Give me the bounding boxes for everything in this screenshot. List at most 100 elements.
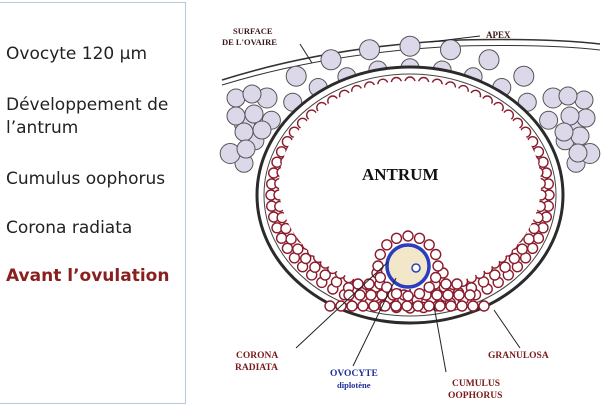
theca-cell [285,65,307,87]
point-antrum-line2: l’antrum [6,118,79,138]
theca-cell [513,65,535,87]
theca-cell [236,139,256,159]
cumulus-cell [456,300,468,312]
point-antrum-development: Développement de l’antrum [6,94,168,140]
granulosa-cell [523,233,535,245]
leader-lines [295,35,521,373]
theca-cell [558,86,578,106]
corona-cell [390,288,403,300]
cumulus-cell [352,278,364,290]
theca-cell [244,104,264,124]
theca-cell [399,35,421,57]
corona-cell [374,271,386,284]
corona-cell [423,281,435,293]
point-corona: Corona radiata [6,218,133,238]
cumulus-cell [451,278,463,290]
ovary-surface-line [221,38,601,81]
cumulus-cell [346,300,358,312]
theca-cell [234,122,254,142]
granulosa-cell [516,243,528,255]
cumulus-cell [401,300,413,312]
leader-cumulus [433,305,447,373]
granulosa-cell [532,232,545,244]
theca-cell [570,126,590,146]
granulosa-cell [292,243,304,255]
theca-cell [478,49,500,71]
leader-corona [295,261,389,349]
oocyte [385,243,431,289]
theca-cell [359,39,380,61]
cumulus-cell [440,278,452,290]
cumulus-cell [363,278,375,290]
granulosa-cell [528,222,540,235]
cumulus-cell [464,289,476,301]
point-cumulus: Cumulus oophorus [6,169,166,189]
corona-cell [372,260,384,272]
cumulus-label-2: OOPHORUS [448,391,502,401]
corona-radiata-cells [372,230,444,302]
corona-cell [413,288,426,300]
cumulus-cell [343,289,355,301]
point-ovocyte-size: Ovocyte 120 µm [6,44,148,64]
granulosa-cell [309,261,321,273]
cumulus-cell [445,300,457,312]
cumulus-cell [412,300,424,312]
leader-ovocyte [352,277,397,367]
antrum-cavity [279,81,541,289]
corona-cell [381,239,393,251]
leader-surface [299,43,313,64]
granulosa-cell [300,252,312,265]
cumulus-cell [442,289,454,301]
corona-cell [413,232,426,245]
theca-cell [576,108,596,128]
granulosa-label: GRANULOSA [488,351,549,361]
antrum-label: ANTRUM [362,165,439,184]
cumulus-cell [431,289,443,301]
cumulus-cell [324,300,336,312]
cumulus-cell [365,289,377,301]
theca-cell [574,90,594,110]
point-antrum-line1: Développement de [6,95,169,115]
leader-granulosa [493,309,521,349]
granulosa-cell [499,261,511,273]
theca-cell [226,88,246,108]
theca-cell [560,106,580,126]
leader-apex [429,35,481,43]
apex-label: APEX [486,30,511,40]
key-points-panel: Ovocyte 120 µm Développement de l’antrum… [0,2,186,404]
point-before-ovulation: Avant l’ovulation [6,266,170,286]
cumulus-cell [357,300,369,312]
ovocyte-label: OVOCYTE [330,369,378,379]
cumulus-cell [368,300,380,312]
cumulus-cell [434,300,446,312]
cumulus-cell [478,300,490,312]
cumulus-cell [379,300,391,312]
cumulus-cell [423,300,435,312]
cumulus-cell [354,289,366,301]
corona-cell [402,230,414,242]
surface-label-1: SURFACE [233,26,273,36]
follicle-diagram: SURFACE DE L'OVAIRE APEX ANTRUM CORONA R… [219,26,601,401]
cumulus-cell [390,300,402,312]
theca-cell [226,106,246,126]
corona-cell [390,232,403,245]
corona-cell [430,248,442,261]
corona-cell [402,290,414,302]
theca-cell [568,143,588,163]
theca-cell [320,49,342,71]
diplotene-label: diplotène [337,380,371,390]
granulosa-cell [281,242,294,255]
corona-cell [430,271,442,284]
corona-cell [374,248,386,261]
cumulus-label-1: CUMULUS [452,379,500,389]
granulosa-cell [275,232,288,244]
corona-label-2: RADIATA [235,363,278,373]
granulosa-cell [319,269,331,281]
cumulus-cell [453,289,465,301]
corona-cell [423,239,435,251]
surface-label-2: DE L'OVAIRE [222,37,277,47]
granulosa-cell [285,233,297,245]
theca-cell [242,84,262,104]
theca-cell [554,122,574,142]
oocyte-nucleus [411,263,421,273]
